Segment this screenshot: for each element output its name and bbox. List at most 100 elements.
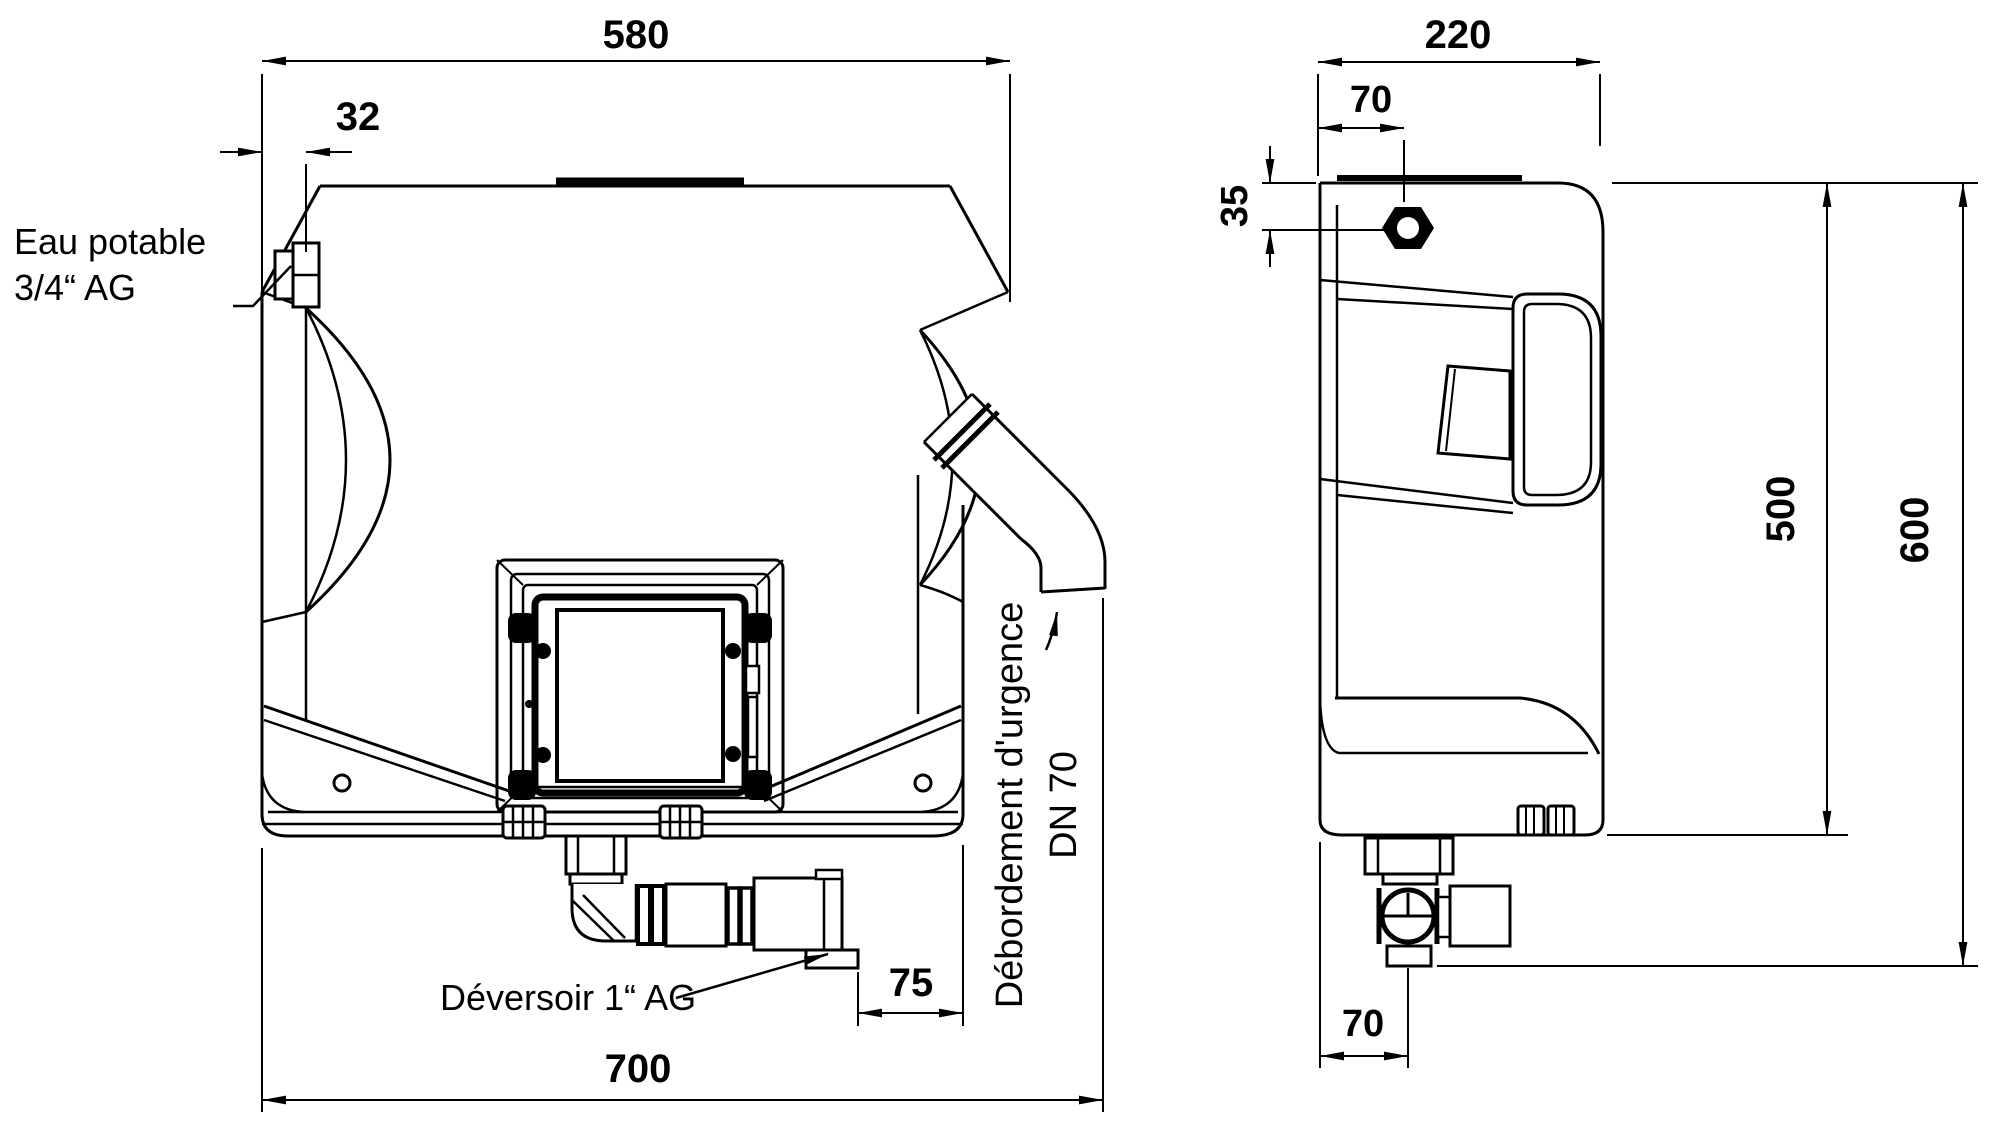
panel-door	[555, 608, 725, 783]
floor-slope-left-inner	[263, 718, 506, 803]
floor-slope-right-outer	[757, 704, 962, 794]
recess-bottom-connector	[919, 583, 964, 604]
overflow-stub-top	[970, 392, 1071, 493]
tank-chamfer-left	[260, 185, 322, 293]
overflow-collar-ring-2	[940, 410, 1000, 470]
valve-step	[1436, 895, 1452, 939]
elbow-chamfer-lines	[572, 894, 626, 942]
tank-chamfer-right	[948, 185, 1010, 293]
grip-recess-left	[261, 290, 392, 720]
drain-neck	[1363, 836, 1455, 876]
dim-580: 580	[261, 13, 1011, 302]
gusset-arc-right	[920, 773, 965, 814]
panel-screw	[725, 746, 741, 762]
valve-ring	[650, 884, 666, 946]
drain-neck-flats	[1376, 838, 1442, 874]
door-hinge-strip	[746, 695, 759, 759]
dim-text-580: 580	[603, 13, 670, 57]
valve-bottom-port	[1385, 944, 1433, 968]
overflow-stub-bottom	[922, 440, 1023, 541]
valve-ring	[636, 884, 652, 946]
dim-text-70-top: 70	[1350, 79, 1392, 121]
panel-clip	[508, 613, 536, 643]
hinge-detail-left	[503, 806, 545, 838]
dim-700: 700	[261, 598, 1104, 1112]
leader-arrow	[675, 952, 829, 1000]
panel-window	[1436, 364, 1512, 461]
dim-text-70-bottom: 70	[1342, 1003, 1384, 1045]
hex-inlet-port	[1382, 207, 1434, 249]
foot-band-top	[1335, 696, 1601, 755]
side-drain-valve	[1363, 836, 1512, 968]
inlet-label-line2: 3/4“ AG	[14, 267, 136, 308]
gusset-arc-left	[260, 773, 305, 814]
side-nubs	[1516, 804, 1576, 837]
tank-right-lower-edge	[932, 505, 965, 838]
panel-screw	[535, 747, 551, 763]
dim-35: 35	[1214, 146, 1384, 267]
leader-line	[233, 265, 292, 308]
drain-label: Déversoir 1“ AG	[440, 977, 696, 1018]
nub-block	[1546, 804, 1576, 837]
panel-screw	[535, 643, 551, 659]
elbow-outer	[570, 884, 636, 943]
floor-slope-left-outer	[263, 704, 513, 794]
extension-lines	[1319, 842, 1409, 1068]
dim-text-500: 500	[1759, 476, 1803, 543]
dim-600: 600	[1437, 183, 1978, 967]
side-tank-outline	[1318, 175, 1605, 837]
dim-220: 220	[1317, 13, 1601, 176]
nub-detail	[1555, 806, 1565, 835]
drain-collar	[568, 872, 624, 886]
dim-70-bottom: 70	[1319, 842, 1409, 1068]
dim-500: 500	[1607, 182, 1978, 836]
overflow-stub-base	[923, 393, 973, 443]
panel-clip	[508, 770, 536, 800]
front-view: 580 32 Eau potable 3/4“ AG Déversoir 1“ …	[14, 13, 1107, 1112]
dim-text-75: 75	[889, 961, 934, 1005]
tank-right-edge	[1584, 232, 1605, 837]
drain-neck	[564, 834, 628, 876]
valve-ring	[739, 886, 754, 946]
panel-frame-mid	[509, 572, 771, 800]
nub-block	[1516, 804, 1546, 837]
panel-screw	[725, 643, 741, 659]
overflow-label-line1: Débordement d'urgence	[989, 602, 1031, 1009]
overflow-collar-ring-1	[932, 402, 992, 462]
label-inlet: Eau potable 3/4“ AG	[14, 221, 292, 308]
panel-door-frame	[531, 593, 749, 797]
valve-body	[664, 882, 728, 948]
overflow-pipe	[922, 392, 1107, 594]
hinge-detail-right	[660, 806, 702, 838]
tank-left-edge	[1318, 183, 1343, 837]
extension-lines	[261, 74, 1011, 302]
tank-left-edge	[260, 292, 289, 838]
dim-text-600: 600	[1893, 497, 1937, 564]
lower-rib	[1319, 477, 1514, 515]
drain-collar	[1381, 872, 1439, 886]
panel-frame-outer	[495, 558, 785, 814]
overflow-open-end	[1040, 586, 1106, 594]
panel-miter-corners	[496, 559, 784, 813]
dim-text-32: 32	[336, 95, 381, 139]
panel-clip	[744, 613, 772, 643]
panel-window-inner-line	[1445, 368, 1456, 452]
panel-clip	[744, 770, 772, 800]
recess-top-connector	[919, 290, 1009, 332]
dim-32: 32	[220, 95, 380, 252]
leader-arrow	[1044, 611, 1059, 651]
recess-arc-inner	[304, 307, 348, 613]
dim-70-top: 70	[1318, 79, 1405, 202]
foot-band-left-curl	[1318, 699, 1340, 755]
valve-end-cap	[752, 876, 844, 952]
dim-text-220: 220	[1425, 13, 1492, 57]
elbow-fill	[572, 884, 636, 941]
bottom-hinges	[501, 804, 704, 840]
floor-slope-right-inner	[763, 718, 962, 803]
door-latch	[744, 664, 761, 695]
hex-bore	[1397, 217, 1419, 239]
valve-actuator-block	[1448, 884, 1512, 948]
label-drain: Déversoir 1“ AG	[440, 952, 829, 1018]
